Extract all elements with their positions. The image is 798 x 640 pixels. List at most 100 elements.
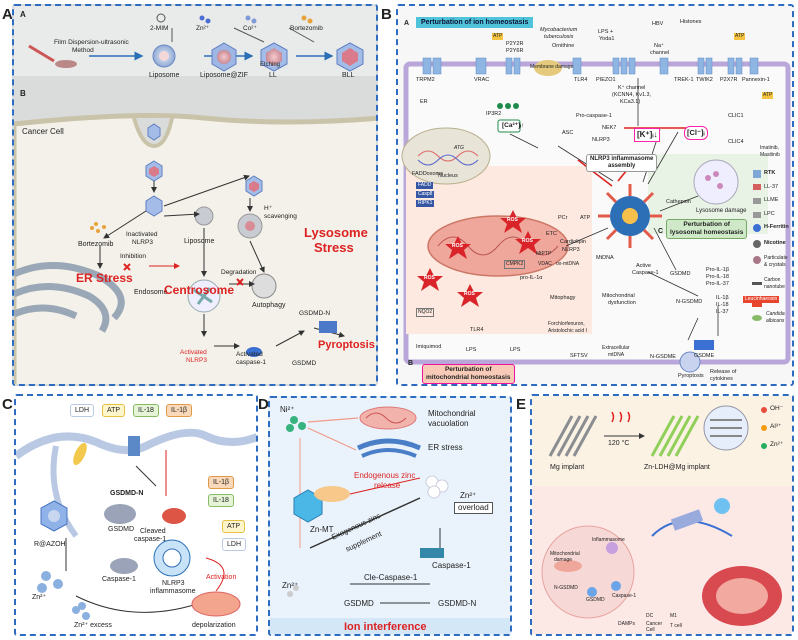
rec-p2y6r: P2Y6R [506, 48, 524, 54]
reagent-bortezomib: Bortezomib [290, 25, 323, 32]
mid-rtk: RTK [764, 170, 776, 176]
mito-faddosome: FADDosome [412, 171, 444, 177]
mid-llme: LLME [764, 197, 779, 203]
right-il18: IL-18 [716, 302, 729, 308]
er-stress-label: ER Stress [76, 271, 133, 285]
right-n-gsdme: N-GSDME [650, 354, 676, 360]
mito-ripk1: RIPK1 [416, 200, 435, 207]
mid-crystals: & crystals [764, 262, 786, 268]
mid-nucleus: Nucleus [438, 173, 458, 179]
centrosome-label: Centrosome [164, 283, 235, 297]
panel-b-letter: B [381, 6, 392, 23]
right-gsdmd: GSDMD [670, 271, 691, 277]
mito-pro-il1a: pro-IL-1α [520, 275, 543, 281]
c-cleaved: Cleaved [140, 528, 166, 535]
panel-d: Ni²⁺ Mitochondrial vacuolation ER stress… [268, 396, 512, 636]
assembly-line-1: NLRP3 inflammasome [590, 156, 654, 162]
e-dc: DC [646, 613, 654, 619]
mito-etc: ETC [546, 231, 557, 237]
rec-atp-2: ATP [734, 33, 746, 40]
gsdmd-n-label: GSDMD-N [299, 310, 331, 317]
panel-b-sub-c: C [658, 228, 664, 235]
c-top-atp: ATP [102, 404, 126, 417]
mid-leucin: Leucinhaeosin [743, 296, 780, 303]
panel-c: LDH ATP IL-18 IL-1β GSDMD-N IL-1β IL-18 … [14, 394, 258, 636]
mid-nlrp3: NLRP3 [592, 137, 610, 143]
mid-cl: [Cl⁻]ᵢ [684, 126, 708, 140]
assembly-line-2: assembly [608, 163, 636, 170]
d-ni: Ni²⁺ [280, 405, 295, 414]
mito-ros-5: ROS [464, 291, 475, 297]
d-zn-mt: Zn-MT [310, 525, 334, 534]
lyso-box-line-1: Perturbation of [683, 221, 730, 228]
rec-lps: LPS + [598, 29, 614, 35]
c-ldh: LDH [222, 538, 247, 551]
d-mito-vac-2: vacuolation [428, 419, 469, 428]
mid-asc: ASC [562, 130, 574, 136]
c-zn: Zn²⁺ [32, 594, 47, 601]
mito-casp8: Casp8 [416, 191, 435, 198]
mito-extracellular: Extracellular [602, 345, 630, 351]
rec-k-1: (KCNN4, Kv1.3, [612, 92, 652, 98]
mid-nanotube: nanotube [764, 284, 785, 290]
mito-vdac: VDAC [538, 261, 552, 267]
d-gsdmd: GSDMD [344, 599, 374, 608]
panel-e: OH⁻ Al³⁺ Zn²⁺ 120 °C Mg implant Zn-LDH@M… [530, 394, 794, 636]
panel-a-sub-a: A [20, 10, 26, 19]
mito-aristolochic: Aristolochic acid I [548, 328, 587, 334]
mid-cathepsin: Cathepsin [666, 199, 691, 205]
mid-imatinib: Imatinib, [760, 145, 779, 151]
mid-pro-casp: Pro-caspase-1 [576, 113, 612, 119]
c-gsdmd: GSDMD [108, 526, 135, 533]
e-damps: DAMPs [618, 621, 635, 627]
right-pro-il18: Pro-IL-18 [706, 274, 729, 280]
reagent-zn: Zn²⁺ [196, 25, 210, 32]
rec-k-channel: K⁺ channel [618, 85, 646, 91]
mid-candida: Candida [766, 311, 785, 317]
rec-membrane: Membrane damage [530, 64, 574, 70]
rec-myco-2: tuberculosis [544, 34, 574, 40]
mid-lpc: LPC [764, 211, 775, 217]
panel-c-graphics [16, 428, 256, 620]
mid-clic4: CLIC4 [728, 139, 744, 145]
panel-d-graphics [270, 406, 510, 634]
mid-masitinib: Masitinib [760, 152, 780, 158]
right-cytokines: cytokines [710, 376, 733, 382]
panel-a-graphics [14, 6, 376, 384]
rec-p2y2r: P2Y2R [506, 41, 524, 47]
mid-particulate: Particulate [764, 255, 788, 261]
mid-hferritin: H-Ferritin [764, 224, 789, 230]
e-mito-damage-2: damage [554, 557, 573, 563]
e-m1: M1 [670, 613, 677, 619]
etching-label: Etching [260, 62, 281, 68]
rec-vrac: VRAC [474, 77, 490, 83]
e-al: Al³⁺ [770, 423, 782, 430]
d-cle-caspase1: Cle-Caspase-1 [364, 573, 418, 582]
scav-label-2: scavenging [264, 213, 297, 220]
mid-k: [K⁺]ᵢ↓ [634, 128, 661, 142]
rec-yoda1: Yoda1 [599, 36, 615, 42]
degradation-label: Degradation [221, 269, 257, 276]
right-pro-il1b: Pro-IL-1β [706, 267, 730, 273]
e-cell: Cell [646, 627, 655, 633]
mito-ros-2: ROS [522, 238, 533, 244]
c-top-il18: IL-18 [133, 404, 159, 417]
d-zn: Zn²⁺ [282, 581, 299, 590]
mito-mtptp: MtPTP [536, 251, 552, 257]
mid-albicans: albicans [766, 318, 785, 324]
c-zn-excess: Zn²⁺ excess [74, 622, 112, 629]
rec-channel: channel [650, 50, 670, 56]
panel-e-graphics [532, 396, 792, 634]
c-activation: Activation [206, 574, 237, 581]
mito-ros-4: ROS [424, 275, 435, 281]
rec-hbv: HBV [652, 21, 664, 27]
panel-c-letter: C [2, 396, 13, 413]
rec-trpm2: TRPM2 [416, 77, 435, 83]
mito-box-line-1: Perturbation of [444, 366, 492, 373]
rec-k-2: KCa3.1) [620, 99, 641, 105]
mito-sftsv: SFTSV [570, 353, 588, 359]
mid-er: ER [420, 99, 428, 105]
rec-atp-3: ATP [762, 92, 774, 99]
mito-nqo2: NQO2 [416, 308, 435, 317]
